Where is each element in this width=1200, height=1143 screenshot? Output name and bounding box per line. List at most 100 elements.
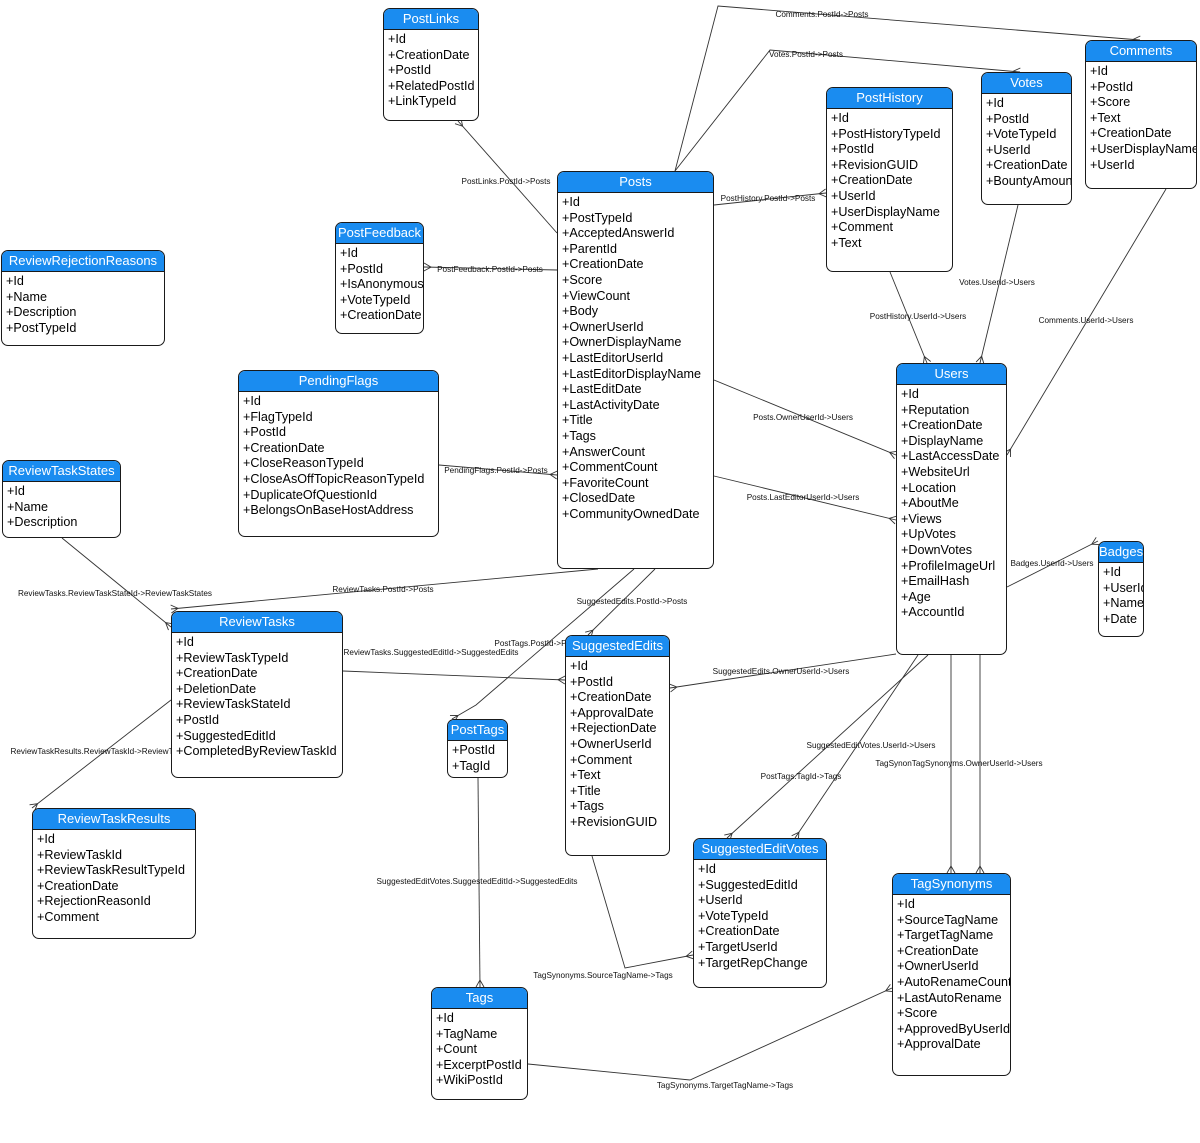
relationship-line-suggestededitvotes-userid-users xyxy=(726,654,929,839)
field-tags: +Tags xyxy=(562,428,596,443)
field-aboutme: +AboutMe xyxy=(901,496,959,511)
field-list: +Id+PostId+VoteTypeId+UserId+CreationDat… xyxy=(982,94,1071,190)
field-list: +Id+Name+Description xyxy=(3,482,120,531)
entity-postfeedback[interactable]: PostFeedback+Id+PostId+IsAnonymous+VoteT… xyxy=(335,222,424,334)
crowfoot-marker xyxy=(946,865,956,874)
field-reviewtaskid: +ReviewTaskId xyxy=(37,847,123,862)
field-id: +Id xyxy=(388,32,406,46)
field-creationdate: +CreationDate xyxy=(243,440,325,455)
field-list: +Id+Name+Description+PostTypeId xyxy=(2,272,164,336)
field-text: +Text xyxy=(1090,110,1121,125)
relationship-label: PostTags.TagId->Tags xyxy=(761,772,842,781)
field-list: +Id+FlagTypeId+PostId+CreationDate+Close… xyxy=(239,392,438,519)
field-targettagname: +TargetTagName xyxy=(897,928,994,943)
entity-comments[interactable]: Comments+Id+PostId+Score+Text+CreationDa… xyxy=(1085,40,1197,189)
field-name: +Name xyxy=(7,499,48,514)
field-creationdate: +CreationDate xyxy=(901,418,983,433)
relationship-line-tagsynonyms-targettagname-tags xyxy=(527,987,893,1081)
field-votetypeid: +VoteTypeId xyxy=(698,908,769,923)
field-id: +Id xyxy=(37,832,55,846)
entity-title: PostHistory xyxy=(827,88,952,109)
field-lastaccessdate: +LastAccessDate xyxy=(901,449,1000,464)
field-closeasofftopicreasontypeid: +CloseAsOffTopicReasonTypeId xyxy=(243,471,425,486)
field-title: +Title xyxy=(562,413,593,428)
crowfoot-marker xyxy=(685,950,694,960)
field-isanonymous: +IsAnonymous xyxy=(340,277,424,292)
entity-postlinks[interactable]: PostLinks+Id+CreationDate+PostId+Related… xyxy=(383,8,479,121)
field-posttypeid: +PostTypeId xyxy=(6,320,77,335)
field-id: +Id xyxy=(1103,565,1121,579)
entity-suggestededits[interactable]: SuggestedEdits+Id+PostId+CreationDate+Ap… xyxy=(565,635,670,856)
field-userdisplayname: +UserDisplayName xyxy=(831,204,940,219)
relationship-line-comments-postid-posts xyxy=(674,5,1141,172)
field-profileimageurl: +ProfileImageUrl xyxy=(901,558,996,573)
relationship-line-reviewtaskresults-reviewtaskid-reviewtasks xyxy=(31,699,172,809)
entity-posttags[interactable]: PostTags+PostId+TagId xyxy=(447,719,508,778)
field-list: +Id+ReviewTaskTypeId+CreationDate+Deleti… xyxy=(172,633,342,760)
field-accountid: +AccountId xyxy=(901,605,965,620)
entity-title: ReviewTaskStates xyxy=(3,461,120,482)
entity-tags[interactable]: Tags+Id+TagName+Count+ExcerptPostId+Wiki… xyxy=(431,987,528,1100)
relationship-label: ReviewTasks.ReviewTaskStateId->ReviewTas… xyxy=(18,589,212,598)
relationship-line-tagsynonyms-sourcetagname-tags xyxy=(591,855,694,969)
field-postid: +PostId xyxy=(570,674,614,689)
field-id: +Id xyxy=(562,195,580,209)
entity-reviewtaskstates[interactable]: ReviewTaskStates+Id+Name+Description xyxy=(2,460,121,538)
entity-reviewtasks[interactable]: ReviewTasks+Id+ReviewTaskTypeId+Creation… xyxy=(171,611,343,778)
entity-posthistory[interactable]: PostHistory+Id+PostHistoryTypeId+PostId+… xyxy=(826,87,953,272)
field-approvaldate: +ApprovalDate xyxy=(897,1037,981,1052)
field-reputation: +Reputation xyxy=(901,402,970,417)
crowfoot-marker xyxy=(884,984,894,993)
entity-title: TagSynonyms xyxy=(893,874,1010,895)
field-id: +Id xyxy=(831,111,849,125)
field-name: +Name xyxy=(6,289,47,304)
field-postid: +PostId xyxy=(452,743,496,757)
field-text: +Text xyxy=(570,768,601,783)
relationship-line-posthistory-userid-users xyxy=(889,271,928,364)
entity-title: Votes xyxy=(982,73,1071,94)
crowfoot-marker xyxy=(164,621,174,631)
field-deletiondate: +DeletionDate xyxy=(176,681,257,696)
crowfoot-marker xyxy=(888,515,898,525)
crowfoot-marker xyxy=(818,188,827,198)
field-creationdate: +CreationDate xyxy=(176,666,258,681)
field-id: +Id xyxy=(986,96,1004,110)
field-creationdate: +CreationDate xyxy=(570,690,652,705)
field-postid: +PostId xyxy=(986,111,1030,126)
crowfoot-marker xyxy=(975,355,985,365)
field-approvedbyuserid: +ApprovedByUserId xyxy=(897,1021,1011,1036)
entity-users[interactable]: Users+Id+Reputation+CreationDate+Display… xyxy=(896,363,1007,655)
field-description: +Description xyxy=(6,305,77,320)
entity-title: ReviewTaskResults xyxy=(33,809,195,830)
field-upvotes: +UpVotes xyxy=(901,527,956,542)
field-creationdate: +CreationDate xyxy=(897,943,979,958)
field-creationdate: +CreationDate xyxy=(986,158,1068,173)
field-revisionguid: +RevisionGUID xyxy=(831,157,919,172)
field-viewcount: +ViewCount xyxy=(562,288,631,303)
field-list: +Id+PostId+IsAnonymous+VoteTypeId+Creati… xyxy=(336,244,423,324)
field-approvaldate: +ApprovalDate xyxy=(570,705,654,720)
field-creationdate: +CreationDate xyxy=(37,878,119,893)
field-id: +Id xyxy=(698,862,716,876)
entity-reviewtaskresults[interactable]: ReviewTaskResults+Id+ReviewTaskId+Review… xyxy=(32,808,196,939)
relationship-line-votes-postid-posts xyxy=(674,49,1021,172)
crowfoot-marker xyxy=(549,470,558,480)
entity-pendingflags[interactable]: PendingFlags+Id+FlagTypeId+PostId+Creati… xyxy=(238,370,439,537)
field-autorenamecount: +AutoRenameCount xyxy=(897,974,1011,989)
field-id: +Id xyxy=(436,1011,454,1025)
field-tags: +Tags xyxy=(570,799,604,814)
field-downvotes: +DownVotes xyxy=(901,542,973,557)
crowfoot-marker xyxy=(423,262,432,272)
entity-suggestededitvotes[interactable]: SuggestedEditVotes+Id+SuggestedEditId+Us… xyxy=(693,838,827,988)
entity-votes[interactable]: Votes+Id+PostId+VoteTypeId+UserId+Creati… xyxy=(981,72,1072,205)
field-owneruserid: +OwnerUserId xyxy=(897,959,979,974)
entity-posts[interactable]: Posts+Id+PostTypeId+AcceptedAnswerId+Par… xyxy=(557,171,714,569)
field-id: +Id xyxy=(897,897,915,911)
entity-reviewrejectionreasons[interactable]: ReviewRejectionReasons+Id+Name+Descripti… xyxy=(1,250,165,346)
entity-tagsynonyms[interactable]: TagSynonyms+Id+SourceTagName+TargetTagNa… xyxy=(892,873,1011,1076)
field-belongsonbasehostaddress: +BelongsOnBaseHostAddress xyxy=(243,503,414,518)
entity-badges[interactable]: Badges+Id+UserId+Name+Date xyxy=(1098,541,1144,637)
field-userid: +UserId xyxy=(831,188,876,203)
crowfoot-marker xyxy=(1090,537,1100,546)
